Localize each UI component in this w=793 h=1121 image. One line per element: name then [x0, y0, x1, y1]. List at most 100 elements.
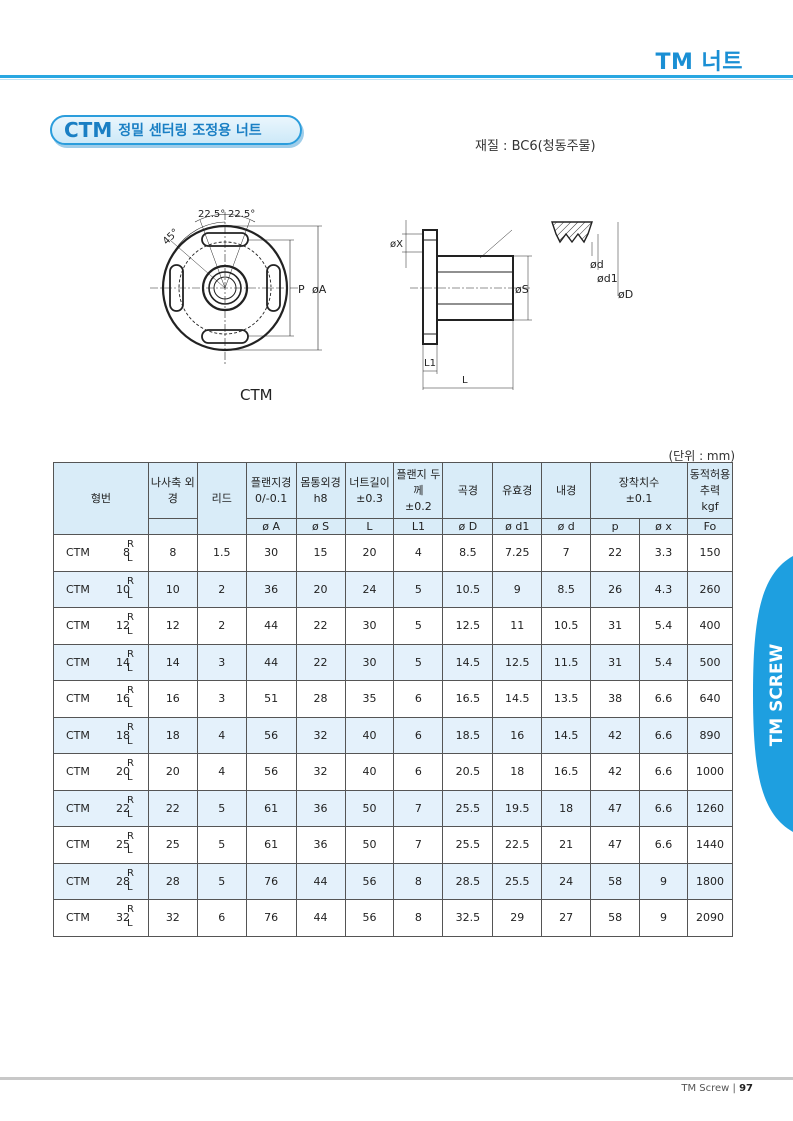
- cell-s: 36: [295, 789, 346, 827]
- cell-x: 9: [639, 899, 688, 937]
- cell-d: 13.5: [541, 680, 592, 718]
- col-flange-thk: 플랜지 두께±0.2: [393, 462, 444, 519]
- rl-right: R: [127, 831, 134, 842]
- cell-D: 12.5: [442, 607, 494, 645]
- cell-l: 35: [344, 680, 395, 718]
- rl-left: L: [127, 735, 133, 747]
- cell-l: 40: [344, 753, 395, 791]
- cell-d: 8.5: [541, 570, 592, 608]
- symbol-x: ø x: [639, 518, 688, 535]
- cell-d1: 18: [492, 753, 543, 791]
- cell-x: 6.6: [639, 680, 688, 718]
- cell-s: 36: [295, 826, 346, 864]
- symbol-s: ø S: [295, 518, 346, 535]
- cell-l: 56: [344, 862, 395, 900]
- cell-x: 6.6: [639, 826, 688, 864]
- col-nut-len-tol: ±0.3: [356, 491, 383, 505]
- cell-d: 27: [541, 899, 592, 937]
- cell-p: 22: [590, 534, 641, 572]
- symbol-l: L: [344, 518, 395, 535]
- cell-x: 6.6: [639, 716, 688, 754]
- col-model: 형번: [53, 462, 149, 535]
- cell-a: 30: [245, 534, 297, 572]
- cell-d: 16.5: [541, 753, 592, 791]
- rl-right: R: [127, 867, 134, 879]
- cell-s: 22: [295, 643, 346, 681]
- unit-note: (단위 : mm): [668, 449, 736, 463]
- cell-d: 24: [541, 862, 592, 900]
- cell-a: 61: [245, 826, 297, 864]
- cell-l1: 6: [393, 680, 444, 718]
- cell-D: 20.5: [442, 753, 494, 791]
- cell-d1: 16: [492, 716, 543, 754]
- cell-fo: 890: [686, 716, 734, 754]
- cell-a: 76: [245, 899, 297, 937]
- rl-right: R: [127, 539, 134, 550]
- side-tab-text: TM SCREW: [767, 643, 787, 746]
- cell-s: 20: [295, 570, 346, 608]
- front-view: [150, 212, 322, 364]
- nut-drawing: 22.5° 22.5° 45° P øA øX øS L1 L: [150, 209, 633, 390]
- col-effective-dia: 유효경: [492, 462, 543, 519]
- cell-screw_od: 16: [147, 680, 198, 718]
- cell-l: 30: [344, 643, 395, 681]
- thread-detail: [551, 221, 619, 296]
- cell-a: 56: [245, 753, 297, 791]
- col-mounting-tol: ±0.1: [625, 491, 653, 505]
- cell-x: 6.6: [639, 753, 688, 791]
- model-name: CTM: [66, 655, 90, 669]
- cell-d: 18: [541, 789, 592, 827]
- cell-D: 18.5: [442, 716, 494, 754]
- cell-d1: 12.5: [492, 643, 543, 681]
- side-view: [402, 220, 532, 390]
- cell-l: 50: [344, 789, 395, 827]
- symbol-l1: L1: [393, 518, 444, 535]
- model-size: 25: [116, 838, 130, 852]
- cell-p: 42: [590, 753, 641, 791]
- cell-l1: 8: [393, 862, 444, 900]
- cell-d: 21: [541, 826, 592, 864]
- cell-p: 42: [590, 716, 641, 754]
- symbol-d1: ø d1: [492, 518, 543, 535]
- dim-label-dd: øD: [618, 288, 633, 301]
- cell-d1: 7.25: [492, 534, 543, 572]
- cell-l: 30: [344, 607, 395, 645]
- cell-D: 28.5: [442, 862, 494, 900]
- col-major-dia: 곡경: [442, 462, 494, 519]
- rl-right: R: [127, 794, 134, 806]
- angle-label-1: 22.5°: [198, 209, 225, 220]
- cell-s: 28: [295, 680, 346, 718]
- model-name: CTM: [66, 765, 90, 779]
- rl-right: R: [127, 758, 134, 769]
- cell-D: 14.5: [442, 643, 494, 681]
- symbol-p: p: [590, 518, 641, 535]
- model-name: CTM: [66, 728, 90, 742]
- col-mounting-label: 장착치수: [618, 475, 660, 489]
- cell-screw_od: 32: [147, 899, 198, 937]
- cell-p: 47: [590, 826, 641, 864]
- symbol-a: ø A: [245, 518, 297, 535]
- cell-s: 32: [295, 716, 346, 754]
- dim-label-l: L: [462, 375, 468, 386]
- footer: TM Screw | 97: [681, 1083, 753, 1094]
- model-size: 12: [116, 619, 130, 633]
- cell-screw_od: 20: [147, 753, 198, 791]
- page-header-title: TM 너트: [655, 50, 743, 75]
- rl-left: L: [127, 553, 133, 564]
- cell-x: 3.3: [639, 534, 688, 572]
- header-rule-light: [0, 79, 793, 80]
- cell-d1: 25.5: [492, 862, 543, 900]
